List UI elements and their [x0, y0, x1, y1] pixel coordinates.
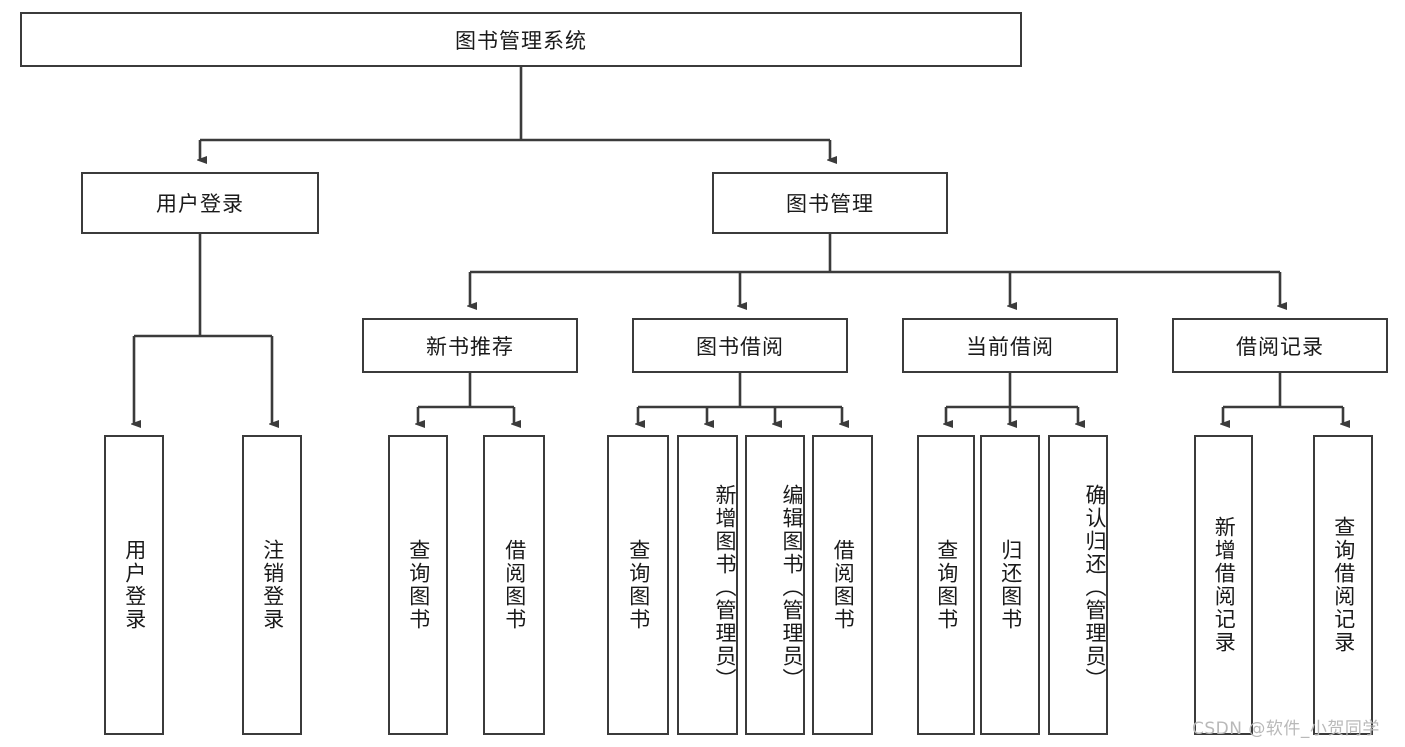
node-leaf-9[interactable]: 归还图书: [980, 435, 1040, 735]
watermark-label: CSDN @软件_小贺同学: [1192, 719, 1380, 739]
node-leaf-4[interactable]: 查询图书: [607, 435, 669, 735]
node-level2-2[interactable]: 当前借阅: [902, 318, 1118, 373]
node-level1-0[interactable]: 用户登录: [81, 172, 319, 234]
node-root[interactable]: 图书管理系统: [20, 12, 1022, 67]
node-leaf-8[interactable]: 查询图书: [917, 435, 975, 735]
node-leaf-7[interactable]: 借阅图书: [812, 435, 873, 735]
node-leaf-3[interactable]: 借阅图书: [483, 435, 545, 735]
node-leaf-11[interactable]: 新增借阅记录: [1194, 435, 1253, 735]
node-leaf-5[interactable]: 新增图书（管理员）: [677, 435, 738, 735]
node-leaf-6[interactable]: 编辑图书（管理员）: [745, 435, 805, 735]
node-level2-1[interactable]: 图书借阅: [632, 318, 848, 373]
node-leaf-0[interactable]: 用户登录: [104, 435, 164, 735]
node-leaf-10[interactable]: 确认归还（管理员）: [1048, 435, 1108, 735]
node-leaf-1[interactable]: 注销登录: [242, 435, 302, 735]
node-leaf-2[interactable]: 查询图书: [388, 435, 448, 735]
node-leaf-12[interactable]: 查询借阅记录: [1313, 435, 1373, 735]
node-level2-3[interactable]: 借阅记录: [1172, 318, 1388, 373]
node-level1-1[interactable]: 图书管理: [712, 172, 948, 234]
node-level2-0[interactable]: 新书推荐: [362, 318, 578, 373]
